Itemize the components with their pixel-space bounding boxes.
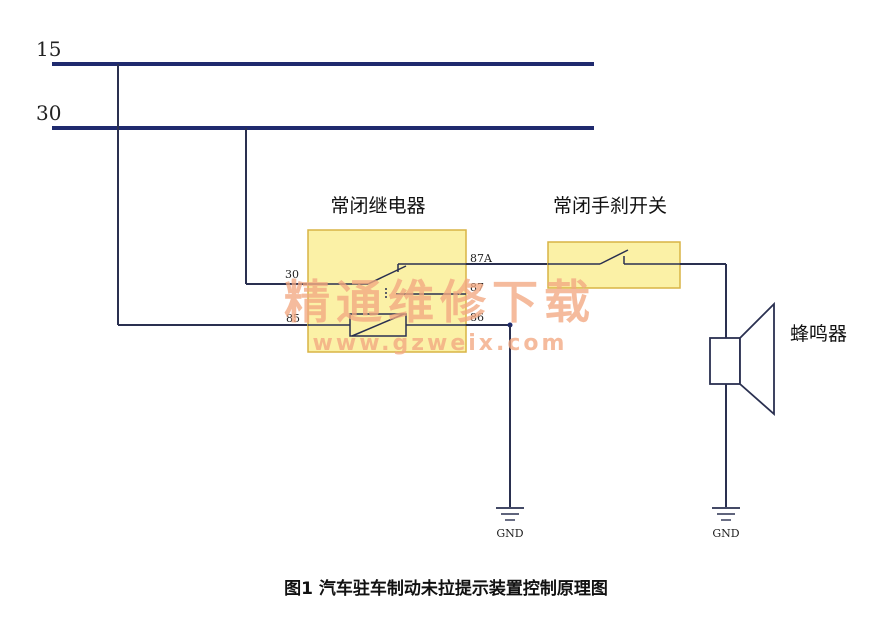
relay-pin-87: 87: [470, 281, 484, 294]
relay-pin-87a: 87A: [470, 252, 493, 265]
handbrake-switch-box: [547, 241, 681, 289]
buzzer-label: 蜂鸣器: [790, 323, 847, 345]
rail-15-label: 15: [36, 37, 61, 61]
relay-title: 常闭继电器: [330, 195, 425, 217]
watermark-main: 精通维修下载: [284, 275, 596, 329]
relay-box: [307, 229, 467, 353]
relay-coil-diagonal: [351, 313, 405, 337]
buzzer-icon: [709, 301, 775, 416]
relay-pin-30: 30: [285, 268, 299, 281]
ground-right-label: GND: [712, 527, 739, 540]
ground-left-label: GND: [496, 527, 523, 540]
relay-pin-86: 86: [470, 311, 484, 324]
ground-right-icon: [712, 507, 740, 521]
relay-pin-85: 85: [286, 312, 300, 325]
rail-30-label: 30: [36, 101, 61, 125]
figure-caption: 图1 汽车驻车制动未拉提示装置控制原理图: [284, 578, 608, 599]
handbrake-switch-title: 常闭手刹开关: [553, 195, 667, 217]
relay-contact-arm: [367, 265, 407, 285]
switch-arm: [599, 249, 629, 265]
ground-left-icon: [496, 507, 524, 521]
watermark-url: www.gzweix.com: [313, 331, 568, 356]
